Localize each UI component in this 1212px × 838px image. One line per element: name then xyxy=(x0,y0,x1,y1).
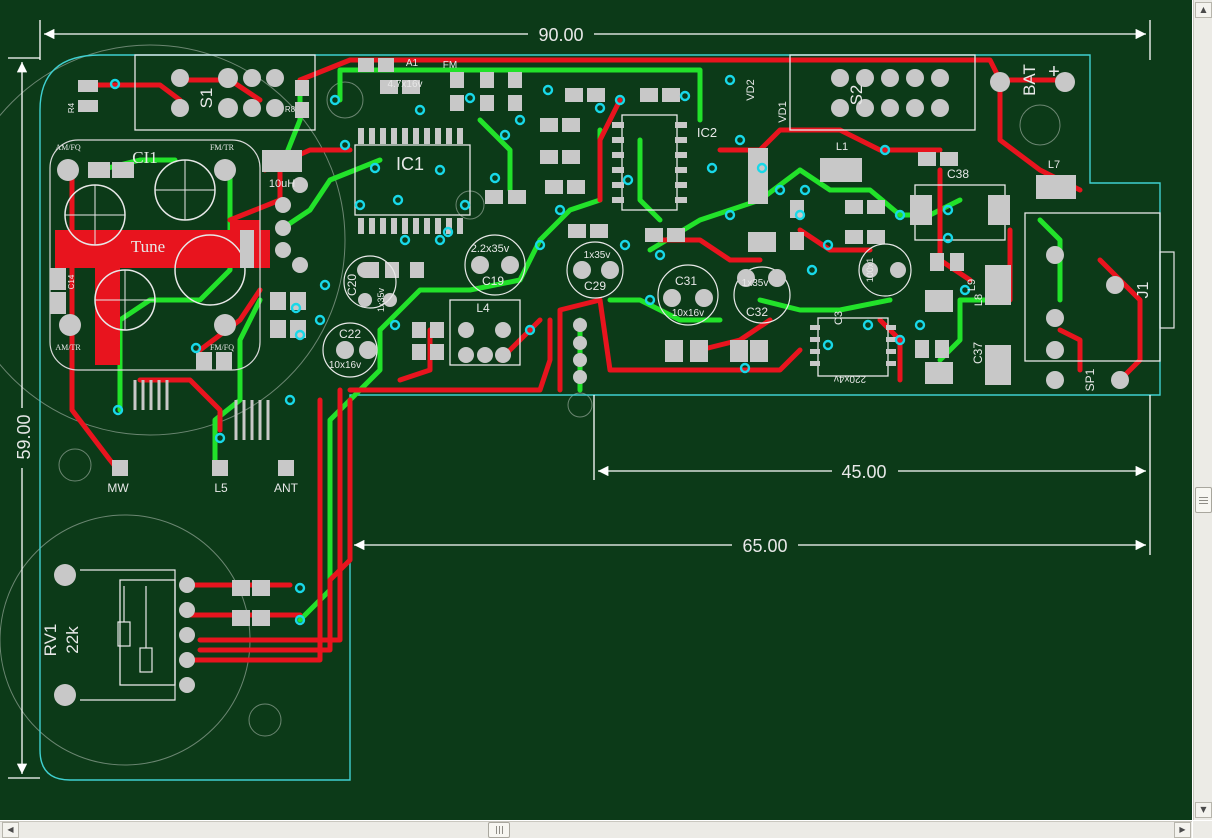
dim-board-height: 59.00 xyxy=(14,414,34,459)
dimension-labels: 90.00 59.00 45.00 65.00 xyxy=(10,24,898,556)
label-vd2: VD2 xyxy=(745,79,757,100)
label-am-fq: AM/FQ xyxy=(55,143,81,152)
label-rv1-value: 22k xyxy=(63,626,82,654)
label-rv1: RV1 xyxy=(41,624,60,657)
pcb-board-drawing: 90.00 59.00 45.00 65.00 S1 S2 IC1 IC2 CI… xyxy=(0,20,1175,781)
bottom-connectors xyxy=(112,460,294,476)
down-arrow-icon: ▼ xyxy=(1200,805,1207,814)
rv1-outline xyxy=(80,569,176,701)
tuner-copper-pour xyxy=(55,220,270,365)
label-tune: Tune xyxy=(131,237,165,256)
label-ant: ANT xyxy=(274,481,299,495)
component-labels: S1 S2 IC1 IC2 CI1 Tune RV1 22k BAT + J1 … xyxy=(41,61,1152,656)
label-sp1: SP1 xyxy=(1083,368,1097,391)
label-fm: FM xyxy=(443,60,457,71)
smd-pads xyxy=(50,58,1076,626)
label-bat: BAT xyxy=(1020,64,1039,96)
left-arrow-icon: ◀ xyxy=(7,825,14,834)
label-fm-tr: FM/TR xyxy=(210,143,235,152)
label-l1: L1 xyxy=(836,141,848,153)
dim-lower-section: 65.00 xyxy=(742,536,787,556)
label-r4: R4 xyxy=(67,102,76,113)
ic2-pins xyxy=(612,122,896,366)
scroll-down-button[interactable]: ▼ xyxy=(1195,802,1212,818)
value-10x16v-a: 10x16v xyxy=(329,360,361,371)
scroll-left-button[interactable]: ◀ xyxy=(2,822,19,838)
value-2-2x35v: 2.2x35v xyxy=(471,243,510,255)
value-220x4v: 220x4v xyxy=(834,373,866,384)
label-c14: C14 xyxy=(67,274,76,289)
tuner-pin-labels: AM/FQ FM/TR AM/TR FM/FQ FM A1 xyxy=(55,58,457,352)
value-4-7x16v: 4.7x16v xyxy=(387,79,422,90)
label-c37: C37 xyxy=(971,342,985,364)
dim-right-section: 45.00 xyxy=(841,462,886,482)
label-c20: C20 xyxy=(345,274,359,296)
value-1x35v-b: 1x35v xyxy=(742,278,769,289)
label-bat-plus: + xyxy=(1048,61,1060,83)
scroll-up-button[interactable]: ▲ xyxy=(1195,2,1212,18)
value-10x16v-b: 10x16v xyxy=(672,308,704,319)
right-arrow-icon: ▶ xyxy=(1179,825,1186,834)
label-c3: C3 xyxy=(833,311,845,325)
label-s1: S1 xyxy=(197,88,216,109)
label-l4: L4 xyxy=(476,301,490,315)
coils xyxy=(133,380,270,440)
vertical-scroll-thumb[interactable] xyxy=(1195,487,1212,513)
label-mw: MW xyxy=(107,481,129,495)
label-ci1: CI1 xyxy=(132,148,158,167)
through-hole-pads xyxy=(54,68,1129,706)
label-l9: L9 xyxy=(966,279,978,291)
horizontal-scrollbar[interactable]: ◀ ▶ xyxy=(0,821,1192,838)
label-a1: A1 xyxy=(406,58,419,69)
scrollbar-corner xyxy=(1193,821,1212,838)
board-outline xyxy=(39,54,1161,781)
label-s2: S2 xyxy=(847,85,866,106)
label-c31: C31 xyxy=(675,274,697,288)
label-c22: C22 xyxy=(339,327,361,341)
tuner-ci1 xyxy=(49,139,261,371)
j1-jack-nub xyxy=(1159,251,1175,329)
pcb-viewport[interactable]: 90.00 59.00 45.00 65.00 S1 S2 IC1 IC2 CI… xyxy=(0,0,1192,820)
label-l5: L5 xyxy=(214,481,228,495)
label-c38: C38 xyxy=(947,167,969,181)
label-l7: L7 xyxy=(1048,159,1060,171)
label-vd1: VD1 xyxy=(777,101,789,122)
label-ic2: IC2 xyxy=(697,125,717,140)
value-100x1: 100x1 xyxy=(865,258,875,283)
horizontal-scroll-thumb[interactable] xyxy=(488,822,510,838)
label-ic1: IC1 xyxy=(396,154,424,174)
label-c32: C32 xyxy=(746,305,768,319)
label-l1-value: 10uH xyxy=(269,178,295,190)
vias xyxy=(109,74,971,626)
label-fm-fq: FM/FQ xyxy=(210,343,234,352)
value-labels: 4.7x16v 2.2x35v 1x35v 10x16v 1x35v 10x16… xyxy=(329,79,875,384)
label-l8: L8 xyxy=(973,294,985,306)
dim-board-width: 90.00 xyxy=(538,25,583,45)
ic1-pins xyxy=(358,128,463,234)
connector-labels: MW L5 ANT xyxy=(107,481,298,495)
scroll-right-button[interactable]: ▶ xyxy=(1174,822,1191,838)
electrolytic-capacitors xyxy=(322,234,912,378)
vertical-scrollbar[interactable]: ▲ ▼ xyxy=(1193,0,1212,820)
label-r8: R8 xyxy=(285,105,296,114)
label-c29: C29 xyxy=(584,279,606,293)
value-1x35v-a: 1x35v xyxy=(584,250,611,261)
up-arrow-icon: ▲ xyxy=(1200,5,1207,14)
label-c19: C19 xyxy=(482,274,504,288)
value-1x35v-c: 1x35v xyxy=(376,287,386,312)
label-j1: J1 xyxy=(1135,281,1152,298)
dimension-lines xyxy=(8,20,1151,779)
label-am-tr: AM/TR xyxy=(55,343,81,352)
